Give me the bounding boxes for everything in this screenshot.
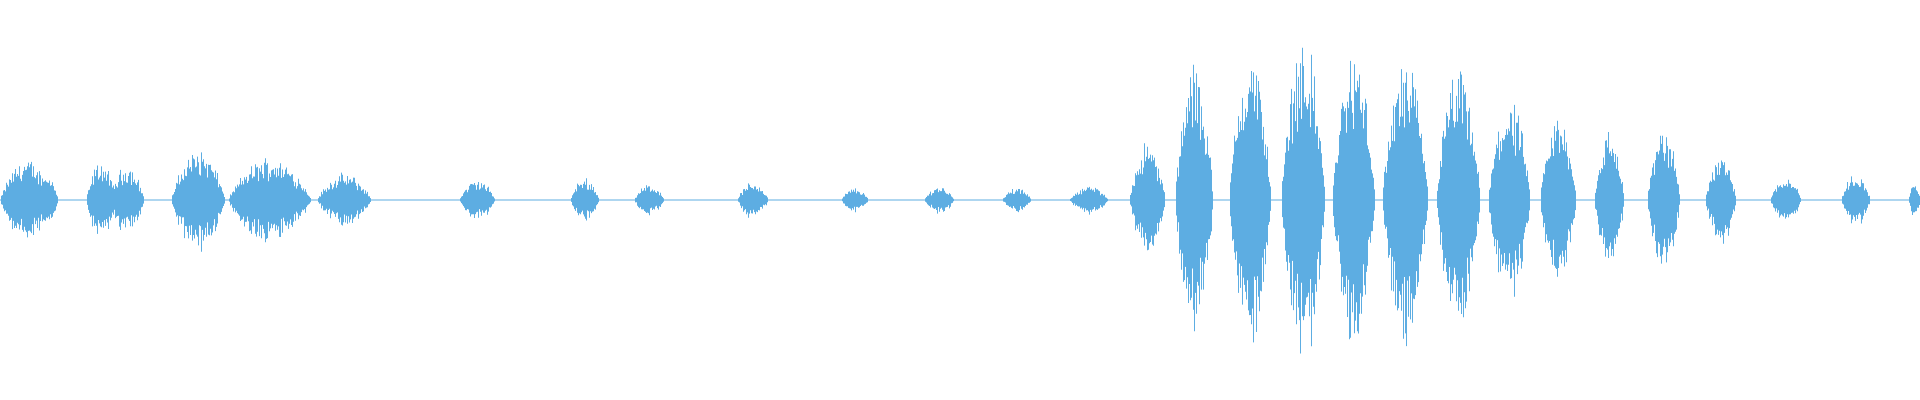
waveform-burst-path <box>1541 120 1576 277</box>
waveform-burst <box>460 182 495 218</box>
waveform-burst-path <box>1282 47 1325 354</box>
waveform-burst <box>1070 186 1108 215</box>
waveform-burst <box>1333 60 1375 340</box>
waveform-burst-path <box>1176 64 1213 332</box>
waveform-burst-path <box>1003 189 1031 213</box>
waveform-burst-path <box>1383 69 1428 347</box>
waveform-burst <box>36 180 58 221</box>
waveform-burst <box>1176 64 1213 332</box>
waveform-burst-path <box>1842 176 1870 224</box>
waveform-burst <box>1230 71 1271 343</box>
waveform-burst <box>110 169 144 230</box>
waveform-burst-path <box>842 188 868 213</box>
waveform-burst-path <box>1489 104 1530 297</box>
waveform-burst <box>1771 179 1801 219</box>
waveform-burst <box>1003 189 1031 213</box>
waveform-burst <box>635 185 664 216</box>
waveform-burst-path <box>318 172 371 226</box>
waveform-burst <box>1383 69 1428 347</box>
waveform-burst-path <box>1070 186 1108 215</box>
waveform-burst-path <box>635 185 664 216</box>
waveform-burst <box>1648 135 1680 264</box>
waveform-burst-path <box>738 183 768 218</box>
waveform-burst <box>738 183 768 218</box>
waveform-burst-path <box>460 182 495 218</box>
waveform-burst <box>1282 47 1325 354</box>
waveform-burst-path <box>1648 135 1680 264</box>
waveform-burst <box>842 188 868 213</box>
waveform-burst-path <box>1706 160 1736 244</box>
waveform-burst-path <box>229 158 311 243</box>
waveform-burst-path <box>925 188 954 214</box>
waveform-burst <box>1595 132 1624 258</box>
waveform-burst <box>229 158 311 243</box>
waveform-burst <box>172 152 225 252</box>
waveform-burst <box>571 178 599 221</box>
waveform-burst-path <box>172 152 225 252</box>
waveform-burst-path <box>1595 132 1624 258</box>
waveform-segments <box>1 47 1920 354</box>
waveform-burst <box>1130 143 1165 251</box>
waveform-burst-path <box>1130 143 1165 251</box>
waveform-burst <box>1437 71 1480 318</box>
waveform-burst-path <box>1771 179 1801 219</box>
waveform-burst <box>1489 104 1530 297</box>
waveform-burst-path <box>1333 60 1375 340</box>
waveform-burst <box>1706 160 1736 244</box>
waveform-burst-path <box>1909 186 1920 215</box>
waveform-burst-path <box>1230 71 1271 343</box>
waveform-burst-path <box>1437 71 1480 318</box>
waveform-burst-path <box>571 178 599 221</box>
waveform-burst-path <box>110 169 144 230</box>
waveform-burst <box>318 172 371 226</box>
waveform-burst <box>1909 186 1920 215</box>
waveform-burst <box>1541 120 1576 277</box>
waveform-burst <box>1842 176 1870 224</box>
waveform-burst <box>925 188 954 214</box>
waveform-burst-path <box>36 180 58 221</box>
